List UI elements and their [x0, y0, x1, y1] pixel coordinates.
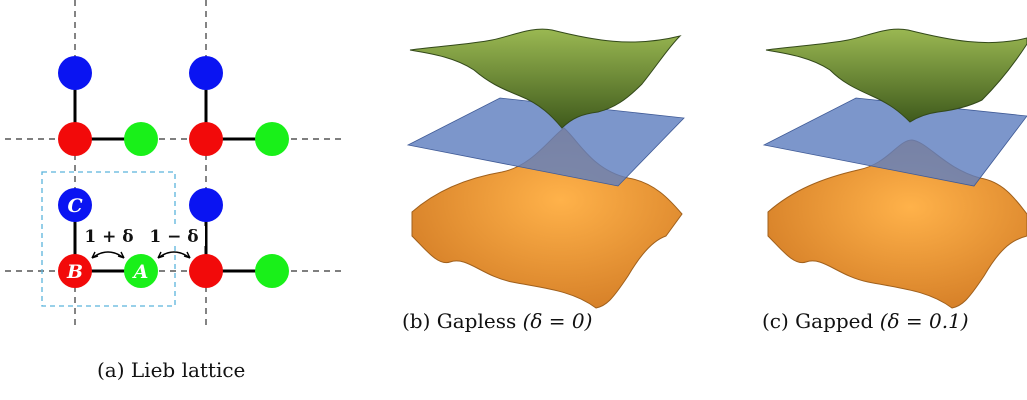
flat-band: [762, 97, 1027, 187]
site-c-top-right: [189, 56, 223, 90]
band-structure-gapless: [406, 28, 685, 309]
caption-c: (c) Gapped (δ = 0.1): [762, 309, 969, 333]
upper-band: [765, 28, 1027, 123]
upper-band: [409, 28, 682, 129]
caption-a-label: (a): [97, 358, 125, 382]
site-a-mid-right: [255, 122, 289, 156]
caption-b-condition: (δ = 0): [522, 309, 593, 333]
hopping-label-left: 1 + δ: [84, 227, 133, 247]
site-b-mid-left: [58, 122, 92, 156]
lattice-sites: [58, 56, 289, 288]
panel-gapless-bands: (b) Gapless (δ = 0): [392, 0, 692, 400]
flat-band: [406, 97, 685, 187]
caption-b: (b) Gapless (δ = 0): [402, 309, 592, 333]
lieb-lattice-diagram: C B A 1 + δ 1 − δ: [5, 0, 345, 330]
site-b-bottom-right: [189, 254, 223, 288]
caption-b-label: (b): [402, 309, 431, 333]
panel-lieb-lattice: C B A 1 + δ 1 − δ (a) Lieb lattice: [0, 0, 350, 400]
site-a-unit-cell: [124, 254, 158, 288]
caption-c-condition: (δ = 0.1): [879, 309, 969, 333]
caption-b-text: Gapless: [436, 309, 517, 333]
atom-label-c: C: [67, 195, 82, 217]
atom-label-b: B: [66, 261, 83, 283]
caption-c-label: (c): [762, 309, 789, 333]
panel-gapped-bands: (c) Gapped (δ = 0.1): [748, 0, 1027, 400]
caption-c-text: Gapped: [795, 309, 874, 333]
site-c-bottom-right: [189, 188, 223, 222]
hop-label-bg-right: [143, 226, 205, 246]
hopping-label-right: 1 − δ: [149, 227, 198, 247]
band-structure-gapped: [762, 28, 1027, 309]
lattice-dashed-lines: [5, 0, 345, 330]
site-c-unit-cell: [58, 188, 92, 222]
hopping-arrows: [91, 251, 191, 259]
site-a-bottom-right: [255, 254, 289, 288]
caption-a-text: Lieb lattice: [130, 358, 246, 382]
atom-label-a: A: [132, 261, 149, 283]
site-b-unit-cell: [58, 254, 92, 288]
site-c-top-left: [58, 56, 92, 90]
site-a-mid-left: [124, 122, 158, 156]
caption-a: (a) Lieb lattice: [97, 358, 245, 382]
hop-label-bg-left: [78, 226, 140, 246]
site-b-mid-right: [189, 122, 223, 156]
